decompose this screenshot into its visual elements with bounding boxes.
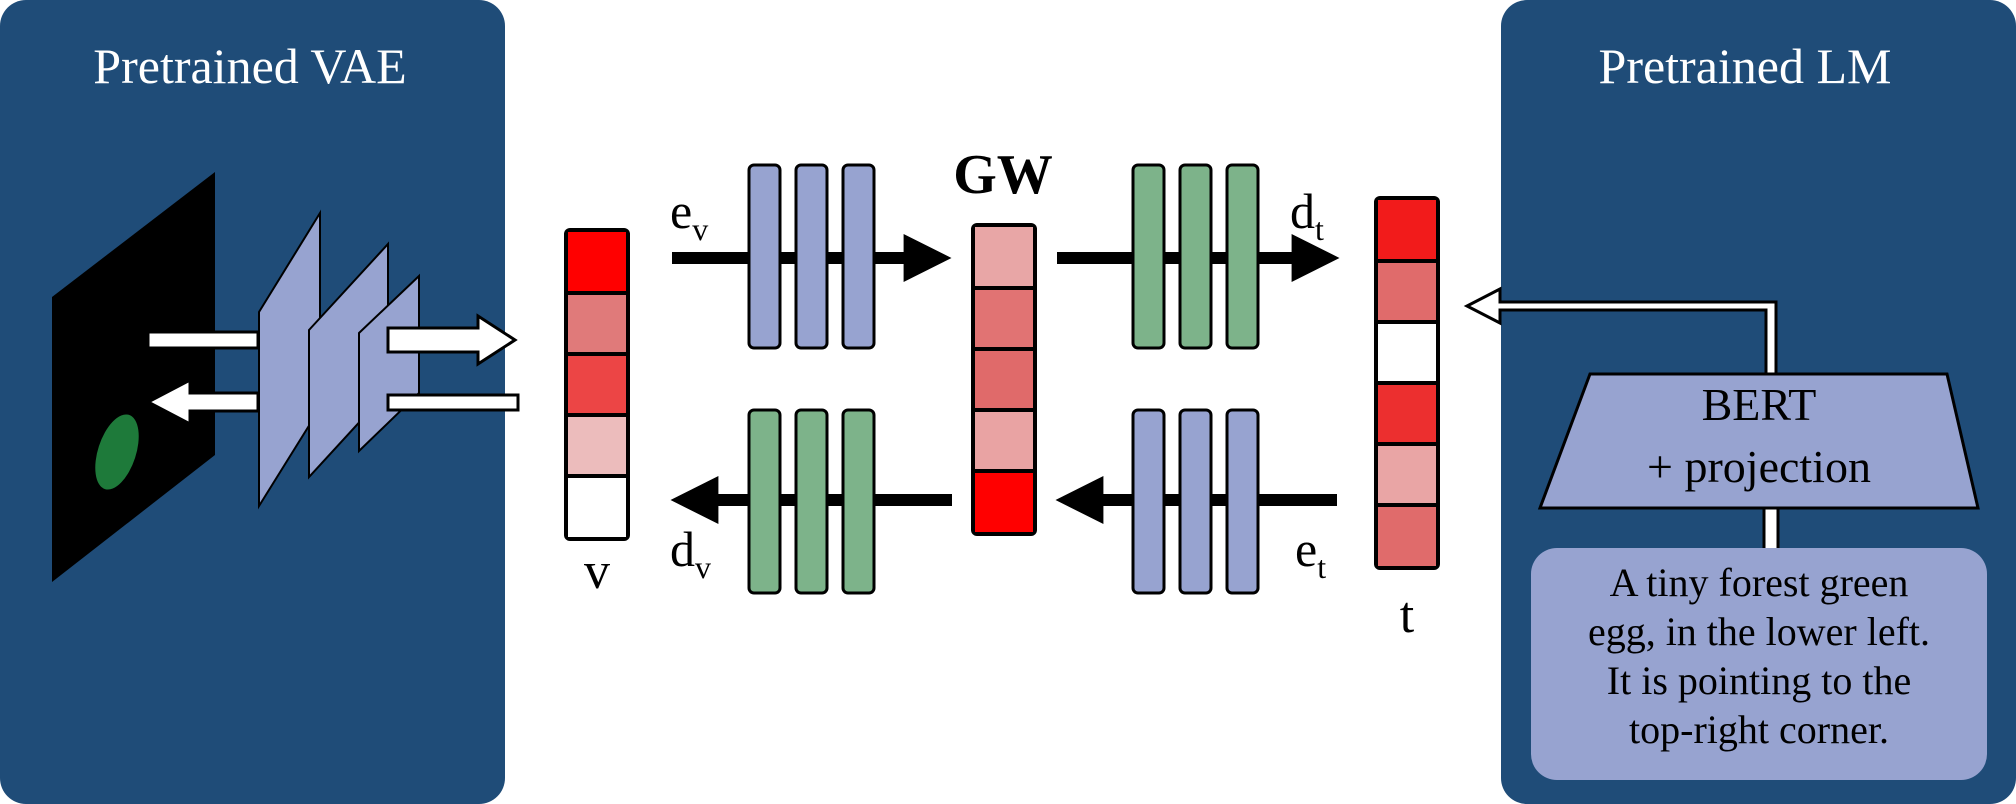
label-d-v: dv bbox=[670, 521, 711, 585]
vector-v bbox=[564, 228, 630, 541]
vector-t bbox=[1374, 196, 1440, 570]
caption-line-2: egg, in the lower left. bbox=[1588, 609, 1930, 654]
vector-v-cell bbox=[568, 232, 626, 291]
encoder-v-layer-2 bbox=[794, 163, 829, 350]
vector-t-cell bbox=[1378, 446, 1436, 503]
vector-gw-cell bbox=[975, 227, 1033, 286]
caption-line-4: top-right corner. bbox=[1629, 707, 1889, 752]
vector-t-cell bbox=[1378, 263, 1436, 320]
vae-decode-arrow-in bbox=[144, 377, 260, 427]
vector-gw bbox=[971, 223, 1037, 536]
vector-v-cell bbox=[568, 356, 626, 413]
caption-box bbox=[1531, 548, 1987, 780]
encoder-t-layer-2 bbox=[1178, 408, 1213, 595]
vector-gw-cell bbox=[975, 351, 1033, 408]
label-gw: GW bbox=[953, 144, 1053, 206]
decoder-t-layer-1 bbox=[1131, 163, 1166, 350]
bert-encoder bbox=[1537, 372, 1980, 510]
decoder-v-layer-3 bbox=[841, 408, 876, 595]
label-e-t: et bbox=[1295, 521, 1326, 585]
bert-label: BERT bbox=[1702, 379, 1817, 430]
decoder-t-layer-3 bbox=[1225, 163, 1260, 350]
vector-v-cell bbox=[568, 478, 626, 537]
vector-v-cell bbox=[568, 295, 626, 352]
encoder-t-layer-3 bbox=[1225, 408, 1260, 595]
caption-line-1: A tiny forest green bbox=[1610, 560, 1909, 605]
green-egg bbox=[95, 414, 139, 490]
caption-line-3: It is pointing to the bbox=[1607, 658, 1911, 703]
vae-decode-arrow-out bbox=[386, 393, 520, 412]
encoder-v-layer-1 bbox=[747, 163, 782, 350]
lm-panel-title: Pretrained LM bbox=[1599, 38, 1892, 94]
vector-v-cell bbox=[568, 417, 626, 474]
vae-encode-arrow-out bbox=[386, 313, 518, 367]
input-image bbox=[52, 172, 215, 582]
label-e-v: ev bbox=[670, 183, 708, 247]
label-v: v bbox=[584, 543, 610, 600]
bert-projection-label: + projection bbox=[1647, 441, 1871, 492]
vae-encode-arrow-in bbox=[146, 330, 260, 350]
vector-gw-cell bbox=[975, 412, 1033, 469]
vector-gw-cell bbox=[975, 290, 1033, 347]
vector-t-cell bbox=[1378, 507, 1436, 566]
vector-gw-cell bbox=[975, 473, 1033, 532]
decoder-t-layer-2 bbox=[1178, 163, 1213, 350]
encoder-t-layer-1 bbox=[1131, 408, 1166, 595]
vector-t-cell bbox=[1378, 385, 1436, 442]
decoder-v-layer-1 bbox=[747, 408, 782, 595]
encoder-v-layer-3 bbox=[841, 163, 876, 350]
decoder-v-layer-2 bbox=[794, 408, 829, 595]
vector-t-cell bbox=[1378, 324, 1436, 381]
vae-panel-title: Pretrained VAE bbox=[93, 38, 406, 94]
label-t: t bbox=[1400, 587, 1415, 644]
vector-t-cell bbox=[1378, 200, 1436, 259]
label-d-t: dt bbox=[1290, 183, 1324, 247]
